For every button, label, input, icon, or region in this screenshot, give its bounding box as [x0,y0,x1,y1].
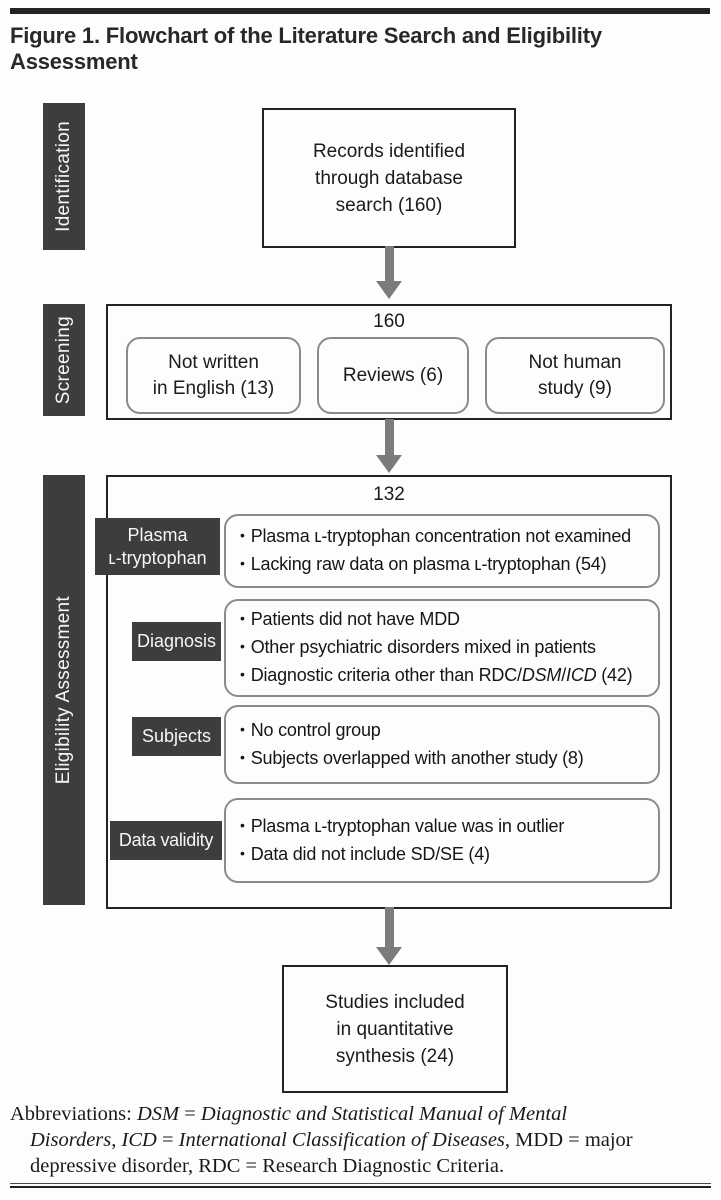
included-box-line: synthesis (24) [335,1045,455,1067]
footnote-line: Disorders, ICD = International Classific… [10,1127,716,1153]
down-arrow-icon [375,246,403,299]
down-arrow-icon [375,907,403,965]
stage-label-eligibility-assessment: Eligibility Assessment [43,475,85,905]
figure-title-line2: Assessment [10,49,138,74]
text-segment: = [179,1103,201,1125]
text-segment: ICD [121,1129,157,1151]
reason-label-diagnosis: Diagnosis [132,622,221,661]
text-segment: Abbreviations: [10,1103,137,1125]
abbreviations-footnote: Abbreviations: DSM = Diagnostic and Stat… [10,1101,716,1179]
exclusion-box-line: Not human [528,351,622,373]
text-segment: / [561,665,567,685]
arrow-head [376,947,402,965]
text-segment: , MDD = major [504,1129,633,1151]
exclusion-box-line: Not written [168,351,259,373]
reason-label-line: Diagnosis [136,631,217,651]
stage-label-screening: Screening [43,304,85,416]
text-segment: No control group [250,719,381,740]
reason-box-subjects: No control groupSubjects overlapped with… [224,705,660,784]
records-box-line: Records identified [312,140,466,162]
reason-label-data-validity: Data validity [110,821,222,860]
reason-label-line: Subjects [141,726,212,746]
arrow-shaft [384,246,394,281]
exclusion-reason-bullet: Plasma ʟ-tryptophan concentration not ex… [240,523,650,551]
top-rule [10,8,710,14]
exclusion-reason-bullet: Diagnostic criteria other than RDC/DSM/I… [240,662,650,690]
arrow-head [376,455,402,473]
screening-container-box: 160 Not written in English (13) Reviews … [106,304,672,420]
reason-label-subjects: Subjects [132,717,221,756]
reason-box-plasma-tryptophan: Plasma ʟ-tryptophan concentration not ex… [224,514,660,588]
exclusion-reason-bullet: No control group [240,717,650,745]
reason-label-line: Plasma [127,524,188,545]
exclusion-box-line: in English (13) [152,377,275,399]
text-segment: , [111,1129,122,1151]
arrow-shaft [384,419,394,455]
reason-label-line: Data validity [118,830,214,850]
text-segment: (42) [596,665,633,685]
text-segment: ICD [566,665,597,685]
text-segment: Disorders [30,1129,112,1151]
exclusion-box-not-english: Not written in English (13) [126,337,301,414]
eligibility-count: 132 [373,484,405,505]
screening-count: 160 [373,311,405,332]
text-segment: depressive disorder, RDC = Research Diag… [30,1155,505,1177]
footnote-line: Abbreviations: DSM = Diagnostic and Stat… [10,1101,716,1127]
down-arrow-icon [375,419,403,473]
text-segment: Subjects overlapped with another study (… [250,747,584,768]
text-segment: DSM [521,665,562,685]
text-segment: Other psychiatric disorders mixed in pat… [250,637,596,657]
exclusion-box-line: study (9) [538,377,612,399]
studies-included-box: Studies included in quantitative synthes… [282,965,508,1093]
text-segment: Plasma ʟ-tryptophan concentration not ex… [250,526,631,546]
text-segment: Data did not include SD/SE (4) [250,843,490,864]
stage-label-eligibility-text: Eligibility Assessment [53,595,74,785]
arrow-shaft [384,907,394,947]
text-segment: International Classification of Diseases [178,1129,505,1151]
exclusion-box-reviews: Reviews (6) [317,337,469,414]
figure-title: Figure 1. Flowchart of the Literature Se… [10,23,715,75]
text-segment: Patients did not have MDD [250,609,460,629]
text-segment: Diagnostic criteria other than RDC/ [250,665,522,685]
arrow-head [376,281,402,299]
records-identified-box: Records identified through database sear… [262,108,516,248]
exclusion-reason-bullet: Data did not include SD/SE (4) [240,841,650,869]
exclusion-reason-bullet: Subjects overlapped with another study (… [240,745,650,773]
reason-box-diagnosis: Patients did not have MDD Other psychiatr… [224,599,660,697]
exclusion-reason-bullet: Other psychiatric disorders mixed in pat… [240,634,650,662]
records-box-line: through database [315,167,463,189]
records-box-line: search (160) [335,194,443,216]
exclusion-reason-bullet: Lacking raw data on plasma ʟ-tryptophan … [240,551,650,579]
text-segment: Lacking raw data on plasma ʟ-tryptophan … [250,554,607,574]
text-segment: = [156,1129,179,1151]
reason-label-plasma-tryptophan: Plasma ʟ-tryptophan [95,518,220,575]
eligibility-container-box: 132 Plasma ʟ-tryptophan Plasma ʟ-tryptop… [95,475,672,909]
stage-label-screening-text: Screening [53,315,74,405]
reason-box-data-validity: Plasma ʟ-tryptophan value was in outlier… [224,798,660,883]
text-segment: Plasma ʟ-tryptophan value was in outlier [250,815,565,836]
bottom-rule [10,1183,711,1188]
exclusion-box-line: Reviews (6) [342,364,444,386]
text-segment: DSM [136,1103,180,1125]
included-box-line: Studies included [325,991,465,1013]
stage-label-identification-text: Identification [53,121,74,232]
reason-label-line: ʟ-tryptophan [108,547,207,568]
exclusion-reason-bullet: Patients did not have MDD [240,606,650,634]
included-box-line: in quantitative [336,1018,454,1040]
exclusion-reason-bullet: Plasma ʟ-tryptophan value was in outlier [240,813,650,841]
exclusion-box-not-human: Not human study (9) [485,337,665,414]
text-segment: Diagnostic and Statistical Manual of Men… [200,1103,568,1125]
figure-title-line1: Figure 1. Flowchart of the Literature Se… [10,23,602,48]
footnote-line: depressive disorder, RDC = Research Diag… [10,1153,716,1179]
stage-label-identification: Identification [43,103,85,250]
